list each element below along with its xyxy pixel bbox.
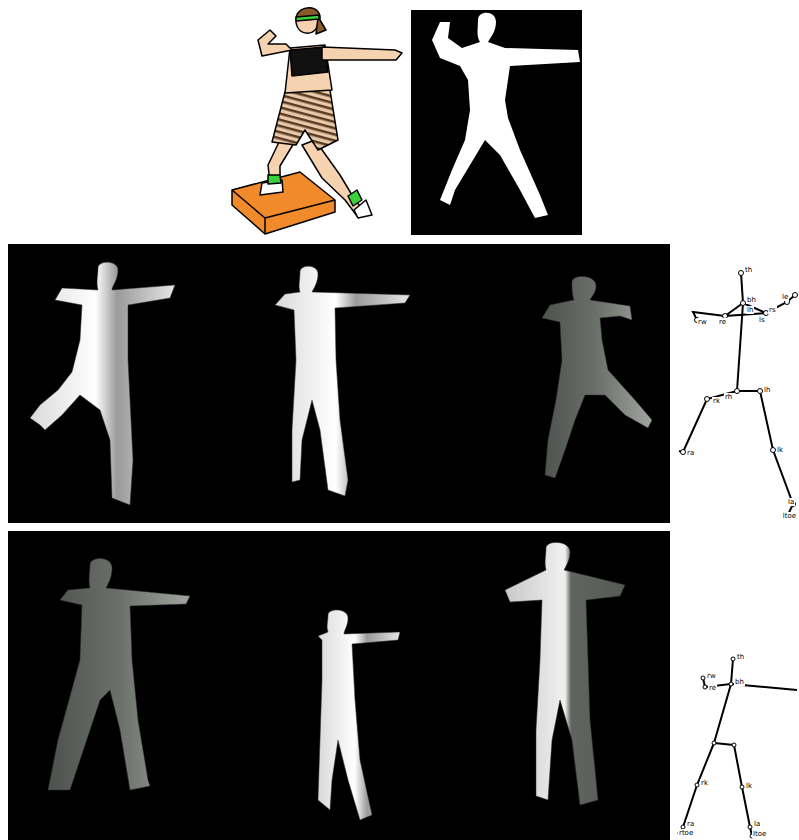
skeleton-bone [680,659,797,836]
reconstruction-mesh [48,542,625,820]
sock [348,190,362,206]
joint-label: rk [712,397,721,405]
mesh-view [48,559,190,790]
joint-label: ltoe [752,830,767,838]
joint-label: ls [758,316,766,324]
silhouette-mask [432,13,580,218]
joint-label: la [753,820,761,828]
silhouette-panel [411,10,582,235]
front-leg [268,140,294,183]
joint-label: rw [697,318,708,326]
joint-label: rs [768,306,777,314]
joint-label: ltoe [782,512,797,520]
joint-label: bh [746,296,757,304]
skeleton-joint [678,657,754,838]
mesh-view [318,610,400,820]
pose-skeleton [680,659,797,836]
flexed-arm [258,30,292,56]
joint-label: ra [686,449,695,457]
reconstruction-panel [8,531,670,840]
joint-label: rw [706,672,717,680]
mesh-view [542,276,652,478]
pose-skeleton [679,273,795,517]
mesh-view [505,542,625,805]
joint-label: rh [724,393,733,401]
step-board [232,172,335,234]
joint-label: lk [776,446,784,454]
joint-label: la [787,498,795,506]
joint-label: lk [745,782,753,790]
joint-label: re [718,318,727,326]
joint-label: rtoe [678,829,694,837]
joint-label: lh [746,306,754,314]
joint-label: le [781,293,789,301]
skeleton-bone [679,273,795,517]
mesh-view [30,262,175,505]
joint-label: lh [763,386,771,394]
shorts [272,90,338,150]
headband [296,15,319,21]
joint-label: bh [734,678,745,686]
extended-arm [322,47,402,60]
reconstruction-mesh [30,262,652,505]
mesh-view [275,266,410,496]
back-leg [302,140,365,216]
joint-label: re [708,684,717,692]
reconstruction-panel [8,244,670,523]
joint-label: ra [686,820,695,828]
hair [296,8,326,34]
joint-label: rk [700,779,709,787]
cartoon-figure [232,8,402,234]
skeleton-joint [681,271,798,520]
joint-label: th [744,266,753,274]
joint-label: th [736,653,745,661]
sock [268,175,281,184]
step-board-side [232,190,335,234]
